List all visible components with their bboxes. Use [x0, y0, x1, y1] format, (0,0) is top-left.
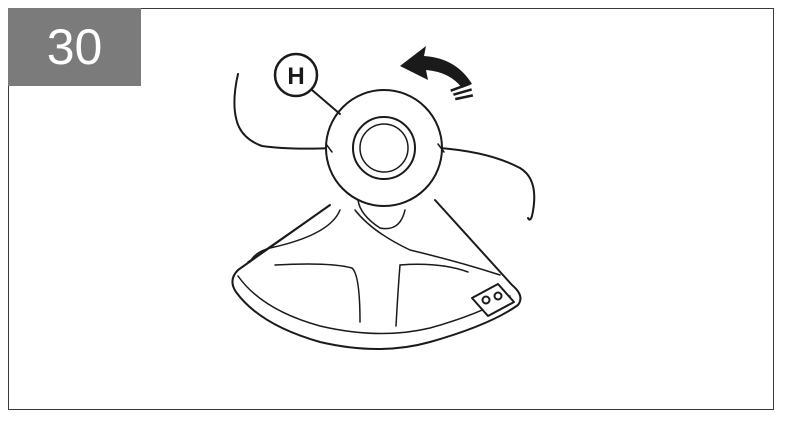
step-number-badge: 30 [8, 8, 141, 86]
callout-h [273, 52, 341, 115]
callout-label: H [287, 63, 304, 90]
cutting-line [233, 73, 536, 221]
trimmer-head [325, 89, 445, 207]
counterclockwise-arrow-icon [400, 46, 474, 101]
guard-knife-plate [471, 283, 515, 317]
trimmer-guard [231, 199, 522, 350]
step-number: 30 [46, 19, 103, 75]
